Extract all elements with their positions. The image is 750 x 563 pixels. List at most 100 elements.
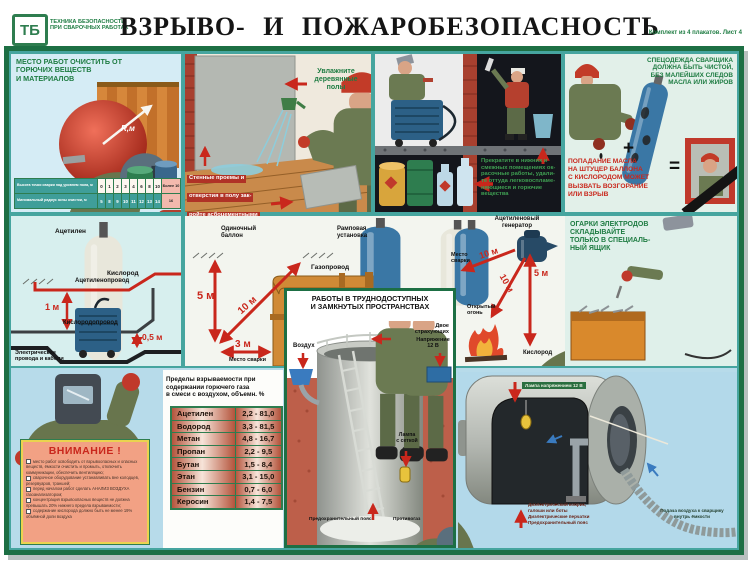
poster-frame: МЕСТО РАБОТ ОЧИСТИТЬ ОТ ГОРЮЧИХ ВЕЩЕСТВ … xyxy=(4,46,744,555)
panel-tank-work: Лампа напряжением 12 В Диэлектрический к… xyxy=(458,372,737,548)
equals-sign: = xyxy=(669,156,681,177)
watchers-label: Двое страхующих xyxy=(414,323,449,336)
air-hose xyxy=(620,467,737,538)
electric-cables xyxy=(11,346,181,364)
acetylene-generator xyxy=(517,230,558,262)
single-cylinder-label: Одиночный баллон xyxy=(221,226,257,239)
air-pipe xyxy=(570,438,588,498)
painter-figure xyxy=(484,57,529,140)
brick-wall-left xyxy=(287,378,317,545)
radius-label: R,м xyxy=(121,124,135,133)
acetylene-pipe-label: Ацетиленопровод xyxy=(75,278,130,284)
bucket xyxy=(533,114,553,138)
poster-title: ВЗРЫВО- И ПОЖАРОБЕЗОПАСНОСТЬ xyxy=(120,12,660,41)
mourning-ribbon xyxy=(681,164,737,212)
clean-clothes-heading: СПЕЦОДЕЖДА СВАРЩИКА ДОЛЖНА БЫТЬ ЧИСТОЙ, … xyxy=(647,57,733,87)
clean-clothes-illustration xyxy=(569,64,737,212)
electrode-stubs-illustration xyxy=(570,216,732,361)
ladder xyxy=(337,350,387,530)
voltage-label: Напряжение 12 В xyxy=(416,337,450,350)
tank-work-illustration xyxy=(458,375,737,548)
radius-table-row: Высота точки сварки над уровнем пола, м … xyxy=(15,179,180,193)
welding-machine xyxy=(391,100,457,147)
raised-glove xyxy=(122,373,140,391)
oxygen-label: Кислород xyxy=(107,270,139,277)
dist-3m-label: 3 м xyxy=(235,339,251,350)
cutaway-interior xyxy=(491,397,589,505)
generator-label: Ацетиленовый генератор xyxy=(494,216,540,229)
tank-left-notes: Диэлектрический коврик, галоши или боты … xyxy=(528,502,590,525)
weld-spot-label: Место сварки xyxy=(229,357,267,363)
oxygen-cyl-label: Кислород xyxy=(523,350,553,356)
attention-item: сварочное оборудование устанавливать вне… xyxy=(26,475,144,486)
logo-caption: ТЕХНИКА БЕЗОПАСНОСТИ ПРИ СВАРОЧНЫХ РАБОТ… xyxy=(50,19,129,32)
radius-table: Высота точки сварки над уровнем пола, м … xyxy=(14,178,181,209)
arrow-10m-to-weld xyxy=(460,248,516,273)
panel-stop-painting: Прекратите в нижних и смежных помещениях… xyxy=(375,54,561,212)
safety-rope xyxy=(589,415,669,445)
panel-limits-table: Пределы взрываемости при содержании горю… xyxy=(163,370,283,548)
hose-arrow xyxy=(646,462,659,477)
welder-kneeling-figure-2 xyxy=(530,243,569,366)
panel-confined-spaces: РАБОТЫ В ТРУДНОДОСТУПНЫХ И ЗАМКНУТЫХ ПРО… xyxy=(284,288,456,548)
gap-1m-label: 1 м xyxy=(45,302,60,312)
paint-brush xyxy=(484,57,494,72)
acetylene-label: Ацетилен xyxy=(55,228,86,235)
ramp-unit-label: Рамповая установка xyxy=(337,226,368,239)
arrow-10m-to-fire xyxy=(490,257,527,319)
panel-wet-floor: Увлажните деревянные полы Стенные проемы… xyxy=(185,54,371,239)
stop-painting-note: Прекратите в нижних и смежных помещениях… xyxy=(481,158,556,198)
clear-area-heading: МЕСТО РАБОТ ОЧИСТИТЬ ОТ ГОРЮЧИХ ВЕЩЕСТВ … xyxy=(16,57,122,83)
radius-arrow xyxy=(102,104,153,145)
weld-distances-illustration xyxy=(192,218,569,366)
gas-mask-label: Противогаз xyxy=(393,517,421,522)
confined-heading: РАБОТЫ В ТРУДНОДОСТУПНЫХ И ЗАМКНУТЫХ ПРО… xyxy=(310,294,430,312)
plus-sign: + xyxy=(623,138,635,159)
hanging-lamp xyxy=(520,414,532,430)
attention-item: содержание кислорода должно быть не мене… xyxy=(26,508,144,519)
tank-lamp-label: Лампа напряжением 12 В xyxy=(522,382,586,390)
panel-electrode-stubs: ОГАРКИ ЭЛЕКТРОДОВ СКЛАДЫВАЙТЕ ТОЛЬКО В С… xyxy=(565,216,737,366)
steel-sheet xyxy=(299,164,363,210)
funeral-portrait xyxy=(681,138,737,212)
oxygen-pipe-label: Кислородопровод xyxy=(63,320,118,326)
oil-warning: ПОПАДАНИЕ МАСЛА НА ШТУЦЕР БАЛЛОНА С КИСЛ… xyxy=(568,158,650,198)
oxygen-pipe xyxy=(11,288,155,334)
caged-lamp xyxy=(399,466,411,483)
open-fire-label: Открытый огонь xyxy=(467,304,496,317)
worker-bending-figure xyxy=(298,130,363,210)
pipe-clearances-illustration xyxy=(11,222,181,364)
flip-mask xyxy=(662,216,694,231)
panel-attention: ВНИМАНИЕ ! место работ освободить от взр… xyxy=(11,370,161,548)
belt-label: Предохранительный пояс xyxy=(309,517,372,522)
open-fire xyxy=(464,324,508,363)
air-blower xyxy=(289,369,313,385)
panel-clean-clothes: СПЕЦОДЕЖДА СВАРЩИКА ДОЛЖНА БЫТЬ ЧИСТОЙ, … xyxy=(565,54,737,212)
welding-machine xyxy=(75,297,121,358)
welder-standing-figure xyxy=(615,216,732,360)
attention-title: ВНИМАНИЕ ! xyxy=(48,445,122,457)
attention-item: место работ освободить от взрывоопасных … xyxy=(26,459,144,475)
gen-to-oxygen-label: 5 м xyxy=(534,268,549,278)
air-flow-arrow xyxy=(546,434,563,444)
lamp-label: Лампа с сеткой xyxy=(396,432,418,444)
stop-painting-illustration xyxy=(375,54,561,212)
attention-item: концентрация взрывоопасных веществ не до… xyxy=(26,497,144,508)
weld-spot2-label: Место сварки xyxy=(451,252,470,265)
panel-clear-area: МЕСТО РАБОТ ОЧИСТИТЬ ОТ ГОРЮЧИХ ВЕЩЕСТВ … xyxy=(11,54,181,212)
oxygen-cylinder xyxy=(622,74,668,185)
panel-pipe-clearances: Ацетилен Ацетиленопровод Кислород Кислор… xyxy=(11,216,181,366)
cables-label: Электрические провода и кабели xyxy=(15,350,64,363)
gap-05m-label: 0,5 м xyxy=(142,332,163,342)
logo-abbr: ТБ xyxy=(20,21,40,39)
water-puddle xyxy=(211,164,263,176)
